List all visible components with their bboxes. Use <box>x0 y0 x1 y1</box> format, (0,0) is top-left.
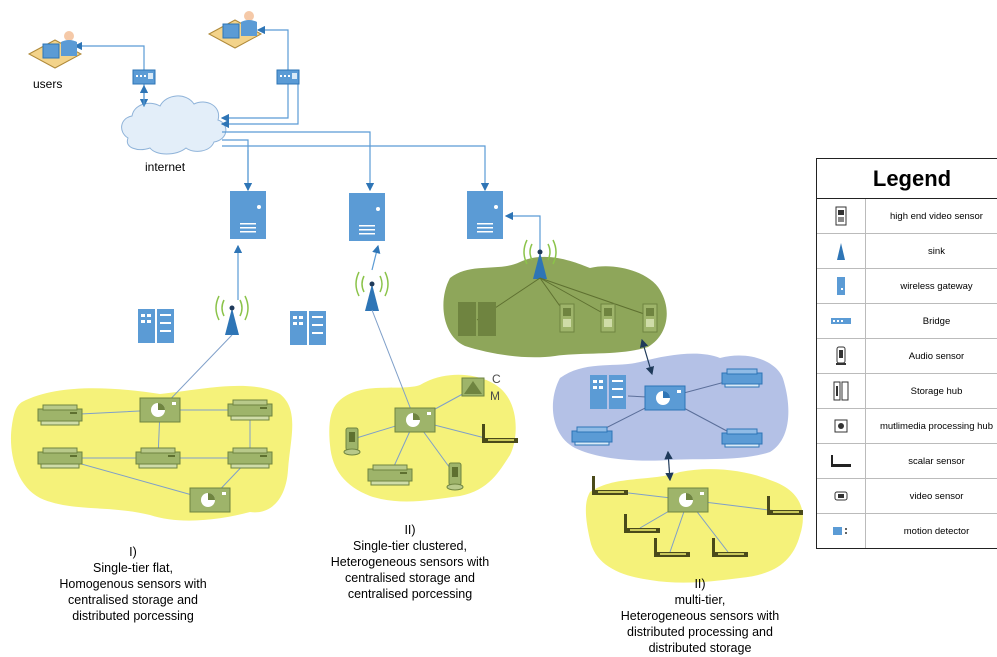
caption-line: II) <box>694 577 706 591</box>
caption-line: Heterogeneous sensors with <box>620 609 780 623</box>
server-icon <box>230 191 266 239</box>
motion-detector-icon <box>833 527 847 535</box>
legend-label: Audio sensor <box>908 350 965 362</box>
high-end-video-sensor-icon <box>835 206 847 226</box>
multimedia-processing-hub-icon <box>834 419 848 433</box>
multimedia-processing-hub-icon <box>667 487 709 513</box>
video-sensor-icon <box>37 404 83 426</box>
legend-label: high end video sensor <box>890 210 983 222</box>
caption-line: distributed porcessing <box>72 609 194 623</box>
storage-hub-icon <box>833 381 849 401</box>
user-icon <box>28 30 82 69</box>
legend-label: scalar sensor <box>908 455 965 467</box>
video-sensor-icon <box>721 368 763 388</box>
legend-row: mutlimedia processing hub <box>817 409 997 444</box>
caption-line: I) <box>129 545 137 559</box>
internet-cloud-icon <box>121 95 227 155</box>
caption-line: centralised storage and <box>68 593 198 607</box>
high-end-video-sensor-icon <box>600 303 616 333</box>
legend-label: Bridge <box>922 315 951 327</box>
legend-row: video sensor <box>817 479 997 514</box>
caption-line: Single-tier flat, <box>93 561 173 575</box>
cm-label-m: M <box>490 389 500 403</box>
high-end-video-sensor-icon <box>642 303 658 333</box>
legend-title: Legend <box>817 159 997 199</box>
storage-tier-region <box>443 256 667 358</box>
legend-row: scalar sensor <box>817 444 997 479</box>
audio-sensor-icon <box>446 462 464 491</box>
caption-line: distributed processing and <box>627 625 773 639</box>
caption-line: Heterogeneous sensors with <box>330 555 490 569</box>
video-sensor-icon <box>834 491 848 501</box>
legend-label: sink <box>928 245 945 257</box>
storage-hub-icon <box>290 311 326 345</box>
bridge-icon <box>831 318 851 324</box>
multimedia-processing-hub-icon <box>644 385 686 411</box>
caption-line: multi-tier, <box>674 593 726 607</box>
legend-row: wireless gateway <box>817 269 997 304</box>
cm-label-c: C <box>492 372 501 386</box>
sensor-tier-region <box>585 469 803 583</box>
caption-clustered: II) Single-tier clustered, Heterogeneous… <box>290 522 530 602</box>
video-sensor-icon <box>571 426 613 446</box>
user-icon <box>208 10 262 49</box>
wireless-gateway-icon <box>837 277 845 295</box>
legend-row: sink <box>817 234 997 269</box>
legend-label: Storage hub <box>910 385 963 397</box>
video-sensor-icon <box>227 447 273 469</box>
multimedia-processing-hub-icon <box>394 407 436 433</box>
internet-label: internet <box>145 160 186 174</box>
storage-hub-icon <box>458 302 496 336</box>
video-sensor-icon <box>367 464 413 486</box>
server-icon <box>349 193 385 241</box>
scalar-sensor-icon <box>831 455 851 467</box>
legend-label: wireless gateway <box>900 280 973 292</box>
legend-row: Storage hub <box>817 374 997 409</box>
legend-label: video sensor <box>909 490 964 502</box>
legend-row: Bridge <box>817 304 997 339</box>
high-end-video-sensor-icon <box>559 303 575 333</box>
video-sensor-icon <box>135 447 181 469</box>
bridge-icon <box>276 69 300 85</box>
video-sensor-icon <box>37 447 83 469</box>
legend-row: motion detector <box>817 514 997 548</box>
caption-line: centralised storage and <box>345 571 475 585</box>
legend-row: high end video sensor <box>817 199 997 234</box>
multimedia-processing-hub-icon <box>139 397 181 423</box>
caption-line: II) <box>404 523 416 537</box>
caption-line: Homogenous sensors with <box>59 577 207 591</box>
storage-hub-icon <box>138 309 174 343</box>
video-sensor-icon <box>227 399 273 421</box>
audio-sensor-icon <box>343 427 361 456</box>
sink-icon <box>355 271 389 312</box>
multimedia-processing-hub-icon <box>189 487 231 513</box>
caption-flat: I) Single-tier flat, Homogenous sensors … <box>18 544 248 624</box>
legend-label: motion detector <box>903 525 970 537</box>
users-label: users <box>33 77 63 91</box>
caption-multitier: II) multi-tier, Heterogeneous sensors wi… <box>580 576 820 656</box>
sink-icon <box>215 295 249 336</box>
caption-line: Single-tier clustered, <box>353 539 467 553</box>
legend-table: Legend high end video sensor sink wirele… <box>816 158 997 549</box>
audio-sensor-icon <box>836 346 846 365</box>
caption-line: distributed storage <box>648 641 752 655</box>
sink-icon <box>837 243 845 260</box>
legend-label: mutlimedia processing hub <box>879 420 993 432</box>
video-sensor-icon <box>721 428 763 448</box>
motion-detector-icon <box>461 377 485 397</box>
legend-row: Audio sensor <box>817 339 997 374</box>
bridge-icon <box>132 69 156 85</box>
caption-line: centralised porcessing <box>347 587 473 601</box>
server-icon <box>467 191 503 239</box>
